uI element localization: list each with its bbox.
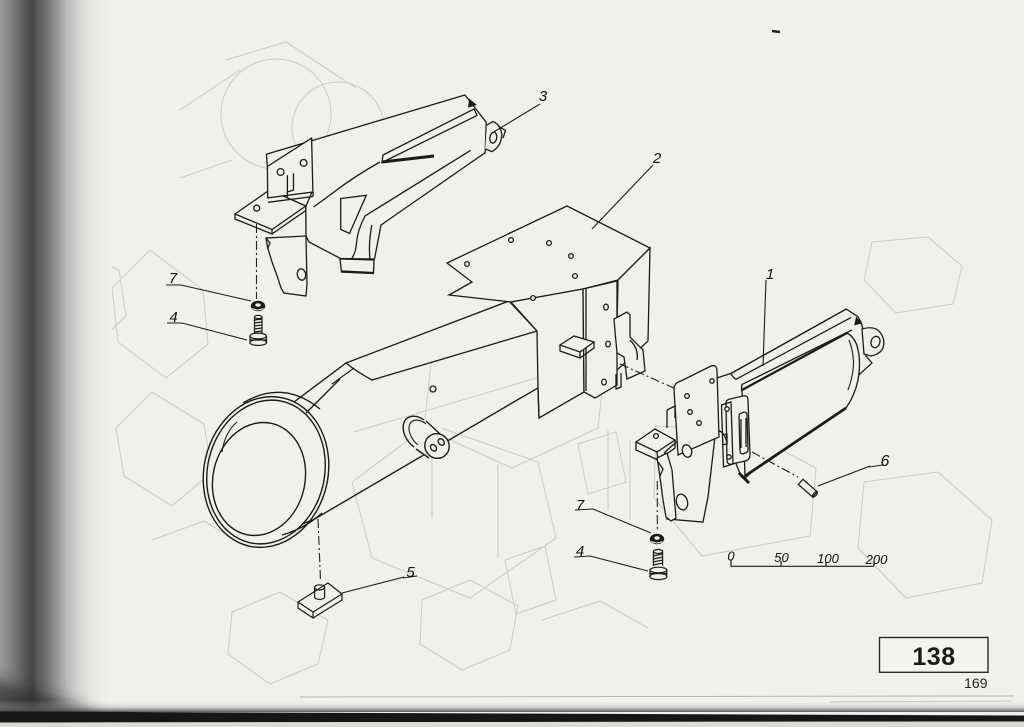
svg-text:100: 100 xyxy=(817,551,839,566)
svg-text:5: 5 xyxy=(406,564,415,581)
svg-text:200: 200 xyxy=(865,552,888,567)
svg-text:4: 4 xyxy=(576,543,584,560)
svg-text:50: 50 xyxy=(774,550,789,565)
svg-text:0: 0 xyxy=(727,549,735,564)
svg-text:7: 7 xyxy=(169,270,178,287)
svg-text:3: 3 xyxy=(539,88,548,105)
svg-text:2: 2 xyxy=(652,150,662,167)
svg-text:4: 4 xyxy=(169,309,177,326)
svg-text:138: 138 xyxy=(912,643,955,671)
svg-text:1: 1 xyxy=(766,266,774,283)
svg-text:6: 6 xyxy=(881,453,890,470)
svg-text:169: 169 xyxy=(964,675,988,691)
svg-text:7: 7 xyxy=(576,497,585,514)
